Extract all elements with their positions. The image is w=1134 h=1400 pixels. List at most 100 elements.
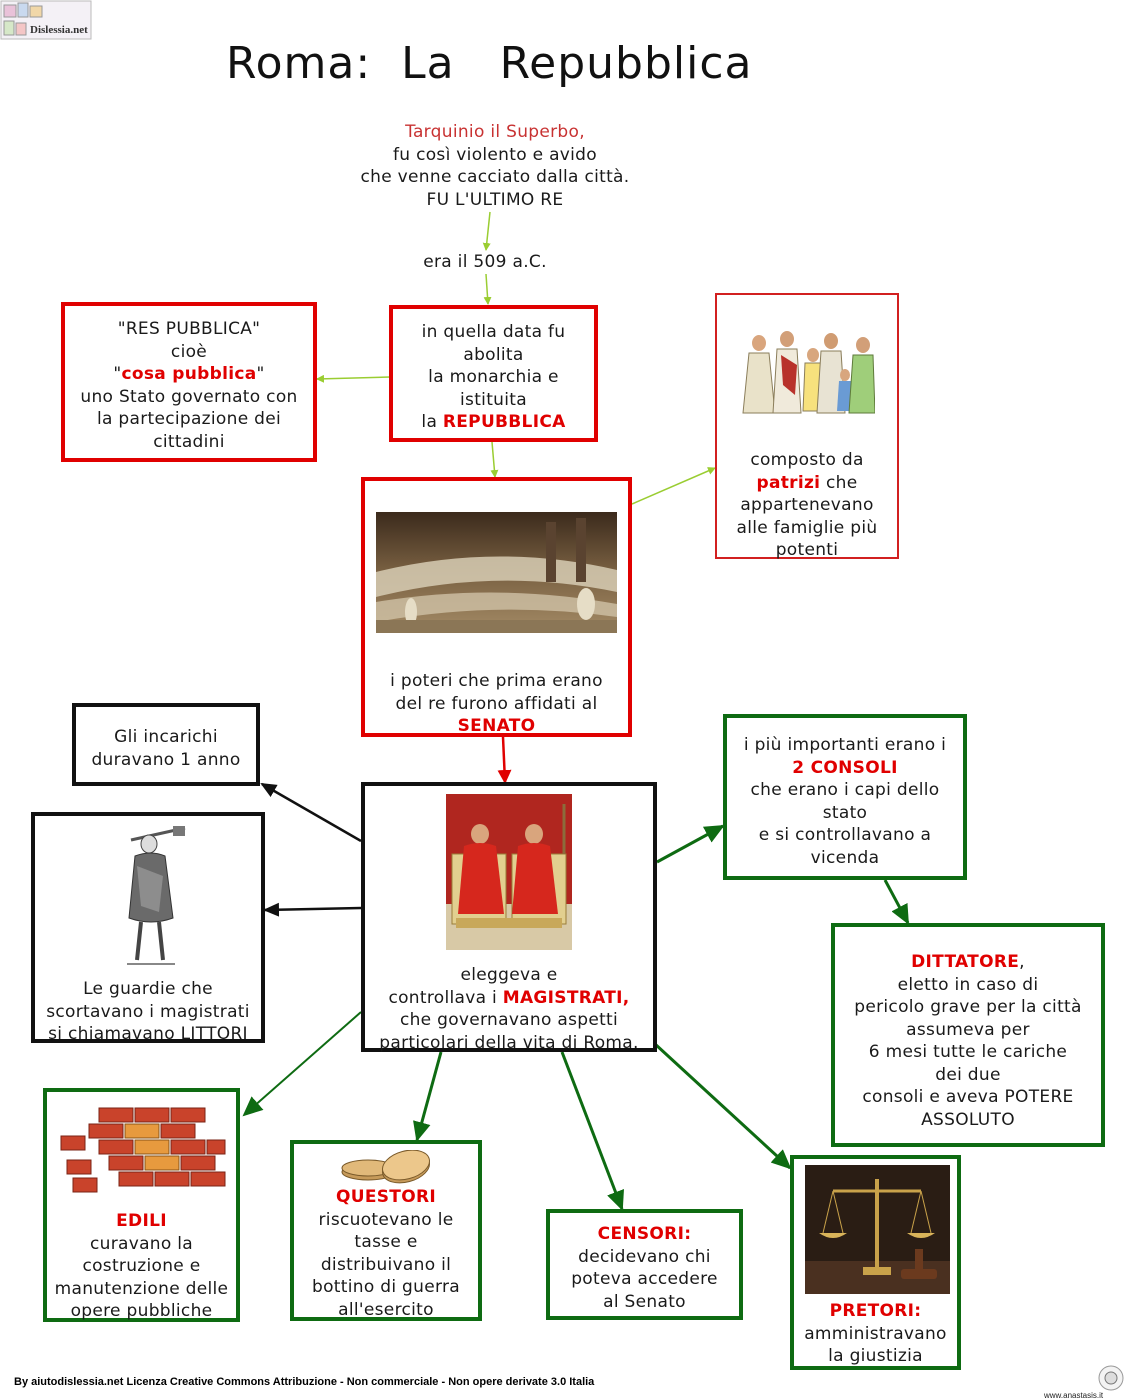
patrizi-line: patrizi che bbox=[717, 472, 897, 495]
dittatore-line: 6 mesi tutte le cariche bbox=[868, 1042, 1068, 1062]
arrow-senate-patrizi bbox=[631, 467, 716, 505]
senate-text: i poteri che prima erano del re furono a… bbox=[365, 670, 628, 738]
arrow-to-edili bbox=[242, 1011, 362, 1117]
intro-line-1: fu così violento e avido bbox=[393, 144, 597, 165]
scales-of-justice-image bbox=[805, 1165, 950, 1294]
pretori-text: PRETORI: amministravano la giustizia bbox=[794, 1300, 957, 1368]
republic-line: la monarchia e bbox=[428, 367, 559, 387]
arrow-to-censori bbox=[560, 1051, 624, 1211]
consoli-box: i più importanti erano i 2 CONSOLI che e… bbox=[723, 714, 967, 880]
pretori-line: amministravano bbox=[804, 1323, 947, 1344]
res-publica-line: cittadini bbox=[153, 431, 225, 452]
questori-highlight: QUESTORI bbox=[336, 1187, 436, 1207]
anastasis-logo-icon bbox=[1098, 1365, 1124, 1391]
patrizi-text: composto da patrizi che appartenevano al… bbox=[717, 449, 897, 562]
questori-text: QUESTORI riscuotevano le tasse e distrib… bbox=[294, 1186, 478, 1321]
patricians-illustration bbox=[742, 331, 875, 414]
intro-text: Tarquinio il Superbo, fu così violento e… bbox=[320, 121, 670, 211]
consoli-highlight: 2 CONSOLI bbox=[792, 757, 898, 778]
questori-box: QUESTORI riscuotevano le tasse e distrib… bbox=[290, 1140, 482, 1321]
edili-line: opere pubbliche bbox=[70, 1301, 213, 1321]
arrow-date-republic bbox=[483, 273, 492, 305]
king-name: Tarquinio il Superbo, bbox=[405, 122, 585, 142]
magistrati-box: eleggeva e controllava i MAGISTRATI, che… bbox=[361, 782, 657, 1054]
senate-line: del re furono affidati al bbox=[395, 693, 598, 714]
res-publica-line: "cosa pubblica" bbox=[65, 363, 313, 386]
repubblica-highlight: REPUBBLICA bbox=[442, 412, 566, 432]
magistrati-line: eleggeva e bbox=[460, 965, 558, 985]
edili-line: curavano la bbox=[89, 1233, 194, 1254]
patrizi-line: potenti bbox=[775, 540, 839, 560]
magistrati-line: controllava i MAGISTRATI, bbox=[365, 987, 653, 1010]
res-publica-box: "RES PUBBLICA" cioè "cosa pubblica" uno … bbox=[61, 302, 317, 462]
republic-prefix: la bbox=[421, 412, 443, 432]
questori-line: distribuivano il bbox=[320, 1254, 452, 1275]
magistrati-text: eleggeva e controllava i MAGISTRATI, che… bbox=[365, 964, 653, 1054]
magistrates-illustration bbox=[446, 794, 572, 950]
republic-line: istituita bbox=[460, 389, 527, 410]
arrow-republic-respublica bbox=[316, 374, 391, 383]
consoli-line: vicenda bbox=[810, 847, 880, 868]
republic-line: la REPUBBLICA bbox=[393, 411, 594, 434]
date-text: era il 509 a.C. bbox=[423, 252, 547, 272]
republic-line: in quella data fu bbox=[421, 322, 566, 342]
arrow-republic-senate bbox=[490, 441, 499, 478]
dittatore-line: eletto in caso di bbox=[897, 974, 1039, 995]
consoli-line: stato bbox=[822, 802, 868, 823]
logo-icon bbox=[0, 0, 92, 40]
patrizi-box: composto da patrizi che appartenevano al… bbox=[715, 293, 899, 562]
arrow-to-incarichi bbox=[260, 782, 362, 843]
pretori-line: la giustizia bbox=[828, 1346, 923, 1366]
questori-line: all'esercito bbox=[338, 1299, 434, 1320]
patrizi-line: appartenevano bbox=[740, 495, 874, 515]
res-publica-line: uno Stato governato con bbox=[80, 386, 298, 407]
intro-line-3: FU L'ULTIMO RE bbox=[426, 189, 564, 210]
arrow-to-questori bbox=[413, 1051, 443, 1142]
littori-box: Le guardie che scortavano i magistrati s… bbox=[31, 812, 265, 1046]
lictor-drawing bbox=[127, 826, 186, 965]
edili-line: costruzione e bbox=[82, 1256, 201, 1276]
dittatore-line: DITTATORE, bbox=[835, 951, 1101, 974]
dittatore-line: dei due bbox=[935, 1064, 1001, 1085]
questori-line: tasse e bbox=[354, 1232, 418, 1252]
questori-line: bottino di guerra bbox=[312, 1277, 460, 1297]
res-publica-line: cioè bbox=[170, 341, 208, 362]
senate-painting bbox=[376, 512, 617, 633]
license-footer: By aiutodislessia.net Licenza Creative C… bbox=[14, 1376, 595, 1388]
arrow-to-consoli bbox=[656, 824, 725, 864]
arrow-to-pretori bbox=[653, 1042, 792, 1170]
incarichi-line: duravano 1 anno bbox=[91, 749, 241, 770]
logo-text: Dislessia.net bbox=[30, 24, 88, 36]
consoli-line: e si controllavano a bbox=[758, 825, 932, 845]
quote: " bbox=[113, 364, 122, 384]
magistrati-line: particolari della vita di Roma. bbox=[379, 1032, 639, 1053]
intro-line-2: che venne cacciato dalla città. bbox=[360, 167, 630, 187]
incarichi-box: Gli incarichi duravano 1 anno bbox=[72, 703, 260, 786]
dislessia-logo[interactable]: Dislessia.net bbox=[0, 0, 92, 40]
littori-text: Le guardie che scortavano i magistrati s… bbox=[35, 978, 261, 1046]
magistrati-prefix: controllava i bbox=[388, 987, 503, 1008]
dittatore-line: assumeva per bbox=[906, 1019, 1030, 1040]
bricks-illustration bbox=[60, 1107, 226, 1193]
dittatore-line: pericolo grave per la città bbox=[854, 997, 1082, 1017]
res-publica-line: la partecipazione dei bbox=[96, 409, 282, 429]
edili-text: EDILI curavano la costruzione e manutenz… bbox=[47, 1210, 236, 1323]
consoli-line: i più importanti erano i bbox=[743, 735, 947, 755]
incarichi-line: Gli incarichi bbox=[114, 727, 218, 747]
cosa-pubblica-highlight: cosa pubblica bbox=[121, 364, 257, 384]
arrow-to-littori bbox=[263, 902, 362, 917]
comma: , bbox=[1019, 952, 1025, 972]
edili-line: manutenzione delle bbox=[54, 1278, 229, 1299]
senato-highlight: SENATO bbox=[457, 716, 536, 736]
patrizi-line: composto da bbox=[750, 450, 864, 470]
senate-box: i poteri che prima erano del re furono a… bbox=[361, 477, 632, 737]
arrow-senate-magistrati bbox=[497, 736, 512, 784]
censori-highlight: CENSORI: bbox=[597, 1224, 692, 1244]
dittatore-line: consoli e aveva POTERE bbox=[862, 1087, 1074, 1107]
censori-line: al Senato bbox=[603, 1291, 686, 1312]
coins-icon bbox=[341, 1150, 430, 1184]
page-title: Roma: La Repubblica bbox=[226, 38, 753, 89]
republic-line: abolita bbox=[463, 344, 524, 365]
dittatore-highlight: DITTATORE bbox=[911, 952, 1020, 972]
magistrati-line: che governavano aspetti bbox=[399, 1010, 619, 1030]
